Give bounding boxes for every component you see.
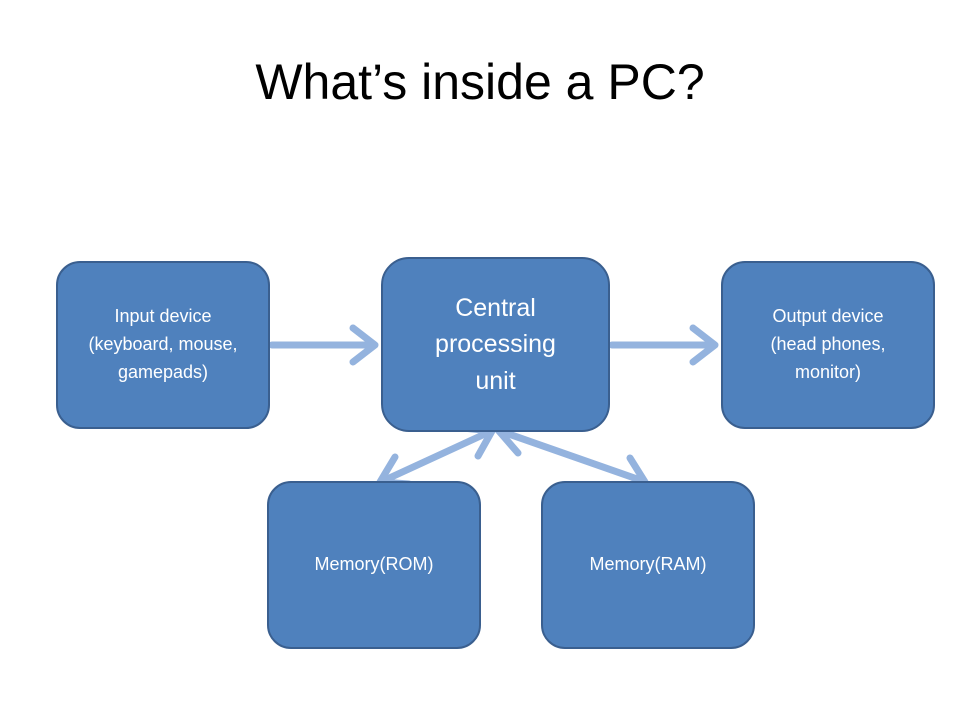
arrow-cpu-rom (376, 424, 496, 488)
cpu-box: Central processing unit (381, 257, 610, 432)
input-device-label: Input device (keyboard, mouse, gamepads) (88, 306, 238, 382)
slide-title: What’s inside a PC? (255, 54, 705, 110)
memory-rom-box: Memory(ROM) (267, 481, 481, 649)
output-device-box: Output device (head phones, monitor) (721, 261, 935, 429)
memory-rom-label: Memory(ROM) (314, 554, 434, 575)
memory-ram-box: Memory(RAM) (541, 481, 755, 649)
input-device-box: Input device (keyboard, mouse, gamepads) (56, 261, 270, 429)
cpu-label: Central processing unit (435, 294, 556, 395)
arrow-cpu-to-output (608, 324, 719, 366)
arrow-input-to-cpu (268, 324, 379, 366)
output-device-label: Output device (head phones, monitor) (770, 306, 886, 382)
arrow-cpu-ram (494, 421, 649, 491)
memory-ram-label: Memory(RAM) (589, 554, 707, 575)
